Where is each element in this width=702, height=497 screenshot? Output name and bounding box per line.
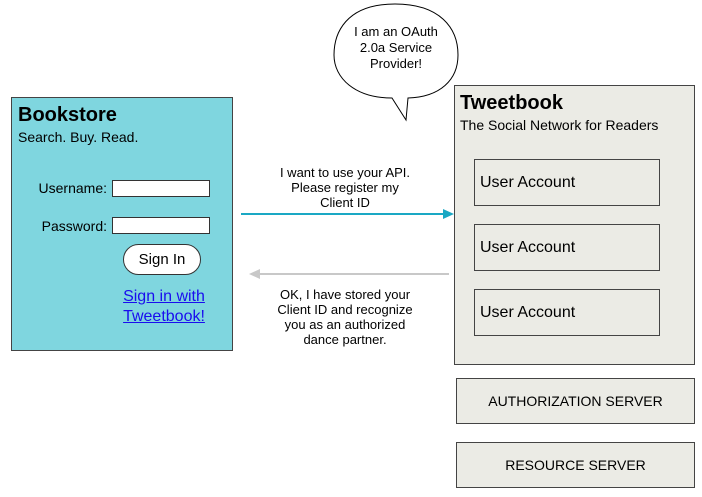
password-label: Password: (41, 218, 107, 234)
response-message: OK, I have stored your Client ID and rec… (252, 287, 438, 347)
request-line-2: Please register my (291, 180, 399, 195)
request-arrow-head (443, 209, 454, 219)
user-account-label: User Account (480, 304, 576, 321)
user-account-box: User Account (474, 224, 660, 271)
link-line-1[interactable]: Sign in with (123, 288, 205, 305)
response-arrow-head (249, 269, 260, 279)
tweetbook-title: Tweetbook (460, 92, 563, 114)
response-line-1: OK, I have stored your (279, 287, 411, 302)
user-account-label: User Account (480, 174, 576, 191)
speech-bubble-shape (333, 3, 459, 122)
user-account-box: User Account (474, 289, 660, 336)
response-line-2: Client ID and recognize (277, 302, 413, 317)
sign-in-with-tweetbook-link[interactable]: Sign in with Tweetbook! (114, 287, 214, 327)
tweetbook-subtitle: The Social Network for Readers (460, 117, 659, 133)
response-line-4: dance partner. (303, 332, 387, 347)
bookstore-title: Bookstore (18, 104, 117, 126)
request-line-3: Client ID (320, 195, 370, 210)
bubble-line-3: Provider! (369, 56, 423, 71)
user-account-label: User Account (480, 239, 576, 256)
bubble-line-1: I am an OAuth (354, 24, 438, 39)
username-label: Username: (38, 180, 107, 196)
bookstore-subtitle: Search. Buy. Read. (18, 129, 139, 145)
link-line-2[interactable]: Tweetbook! (123, 308, 205, 325)
password-field[interactable] (112, 217, 210, 234)
tweetbook-panel: Tweetbook The Social Network for Readers… (454, 85, 695, 365)
bookstore-panel: Bookstore Search. Buy. Read. Username: P… (11, 97, 233, 351)
bubble-line-2: 2.0a Service (359, 40, 433, 55)
sign-in-button[interactable]: Sign In (123, 244, 201, 275)
username-field[interactable] (112, 180, 210, 197)
request-message: I want to use your API. Please register … (252, 165, 438, 210)
speech-bubble-text: I am an OAuth 2.0a Service Provider! (341, 24, 451, 72)
request-line-1: I want to use your API. (279, 165, 411, 180)
authorization-server-box: AUTHORIZATION SERVER (456, 378, 695, 424)
resource-server-box: RESOURCE SERVER (456, 442, 695, 488)
response-line-3: you as an authorized (284, 317, 406, 332)
user-account-box: User Account (474, 159, 660, 206)
